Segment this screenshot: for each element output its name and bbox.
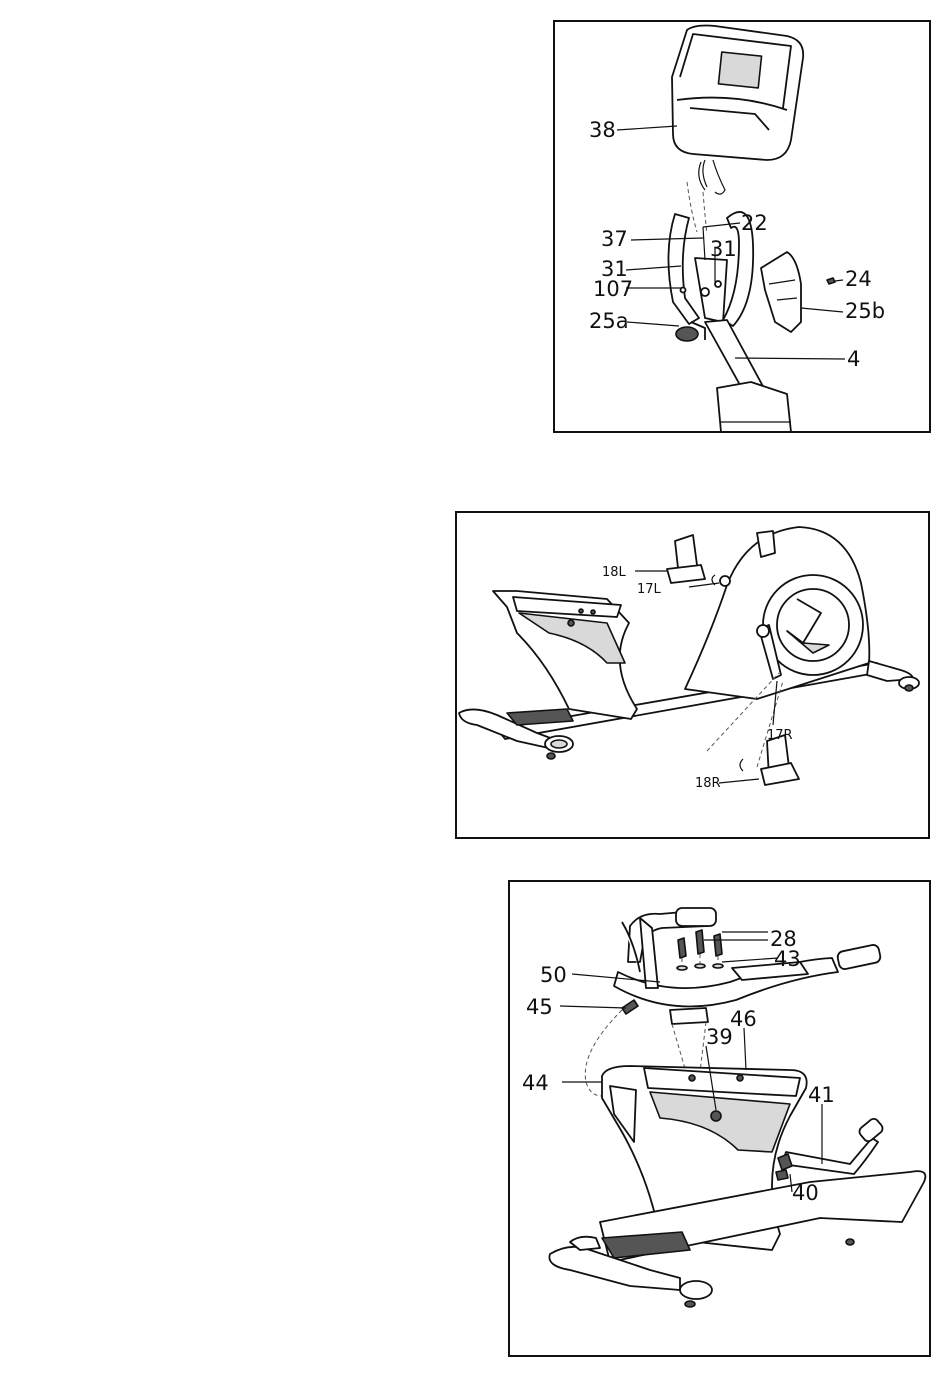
seat-handlebar-assembly-figure: 28 43 50 45 46 39 44 41 40 [508, 880, 931, 1357]
callout-label: 22 [741, 211, 768, 235]
upright-post [705, 320, 791, 432]
callout-label: 18L [602, 565, 627, 580]
callout-label: 17R [767, 728, 793, 743]
wire-harness [687, 160, 725, 234]
callout-label: 25b [845, 299, 885, 323]
callout-label: 37 [601, 227, 628, 251]
callout-label: 31 [710, 237, 737, 261]
callout-label: 38 [589, 118, 616, 142]
adjustment-lever [782, 1117, 885, 1174]
callout-label: 43 [774, 947, 801, 971]
cable-connector [622, 1000, 638, 1014]
knob-assembly [776, 1154, 792, 1180]
left-pedal [667, 535, 730, 586]
console-assembly-drawing: 38 37 22 31 31 107 25a 24 25b 4 [555, 22, 931, 433]
flywheel-housing [685, 527, 919, 699]
callout-label: 41 [808, 1083, 835, 1107]
callout-label: 44 [522, 1071, 549, 1095]
hardware [677, 930, 723, 970]
callout-label: 17L [637, 582, 662, 597]
screw-icon [827, 278, 835, 284]
crank-hub [757, 625, 769, 637]
callout-label: 4 [847, 347, 860, 371]
callout-label: 25a [589, 309, 629, 333]
seat-post-cup [670, 1008, 708, 1024]
callout-label: 107 [593, 277, 633, 301]
seat-handlebar [614, 908, 881, 1006]
callout-label: 18R [695, 776, 721, 791]
alignment-lines [672, 1022, 706, 1072]
pedal-assembly-figure: 18L 17L 17R 18R [455, 511, 930, 839]
callout-label: 40 [792, 1181, 819, 1205]
console-unit [672, 26, 803, 161]
bottle-holder [761, 252, 801, 332]
callout-label: 46 [730, 1007, 757, 1031]
callout-label: 24 [845, 267, 872, 291]
callout-label: 39 [706, 1025, 733, 1049]
callout-label: 50 [540, 963, 567, 987]
console-assembly-figure: 38 37 22 31 31 107 25a 24 25b 4 [553, 20, 931, 433]
adjustment-knob [676, 322, 705, 341]
seat-frame [493, 591, 637, 725]
callout-label: 45 [526, 995, 553, 1019]
seat-handlebar-assembly-drawing: 28 43 50 45 46 39 44 41 40 [510, 882, 931, 1357]
pedal-assembly-drawing: 18L 17L 17R 18R [457, 513, 930, 839]
